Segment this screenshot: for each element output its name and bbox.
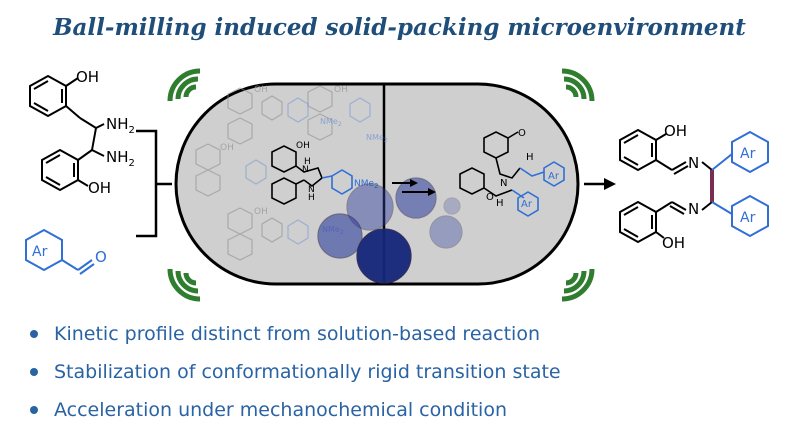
label-o-ts-lower: O — [486, 192, 494, 203]
diamine-reagent — [29, 74, 105, 192]
label-ar-product-bottom: Ar — [740, 210, 756, 226]
milling-balls — [317, 177, 463, 284]
ball — [317, 213, 363, 259]
ball — [346, 183, 394, 231]
label-nh-lower: H — [308, 193, 315, 203]
bullet-dot — [30, 330, 38, 338]
svg-text:OH: OH — [254, 207, 268, 217]
label-n-ts: N — [500, 178, 507, 189]
bullet-item: Acceleration under mechanochemical condi… — [30, 396, 561, 434]
bullet-item: Stabilization of conformationally rigid … — [30, 358, 561, 396]
bullet-item: Kinetic profile distinct from solution-b… — [30, 320, 561, 358]
reaction-scheme: OH NH2 NH2 OH Ar O OH O — [25, 68, 769, 302]
label-ar-aldehyde: Ar — [32, 244, 48, 260]
packed-molecules-aryl — [245, 97, 371, 245]
label-o-aldehyde: O — [95, 248, 107, 266]
bullet-text: Acceleration under mechanochemical condi… — [54, 399, 508, 421]
transition-state-aryl — [511, 161, 565, 217]
bullet-text: Kinetic profile distinct from solution-b… — [54, 323, 540, 345]
label-nme2-imid: NMe2 — [354, 179, 379, 190]
reagent-bracket — [136, 129, 172, 238]
svg-text:OH: OH — [334, 85, 348, 95]
label-nh2-top: NH2 — [106, 115, 135, 136]
transition-state — [459, 131, 521, 197]
aldehyde-reagent — [25, 228, 95, 275]
salen-product — [619, 128, 713, 244]
diagram-title: Ball-milling induced solid-packing micro… — [53, 14, 746, 41]
label-n-upper: N — [302, 165, 309, 175]
bullet-text: Stabilization of conformationally rigid … — [54, 361, 561, 383]
label-oh-ts: O — [518, 128, 526, 139]
label-ar-ts-upper: Ar — [548, 171, 560, 182]
label-h-ts-lower: H — [496, 198, 504, 209]
label-nh-upper: H — [304, 157, 311, 167]
label-n-product-bottom: N — [688, 200, 699, 218]
svg-text:OH: OH — [254, 85, 268, 95]
ball — [395, 177, 437, 219]
packed-molecules — [195, 85, 333, 261]
imidazolidine-aryl — [321, 169, 353, 195]
bullet-dot — [30, 368, 38, 376]
label-n-lower: N — [308, 185, 315, 195]
ball — [356, 228, 412, 284]
label-oh-product-top: OH — [664, 122, 687, 140]
svg-text:OH: OH — [220, 143, 234, 153]
ball — [429, 215, 463, 249]
svg-text:NMe2: NMe2 — [320, 117, 342, 128]
label-ar-ts-lower: Ar — [521, 199, 533, 210]
ts-arrows — [392, 179, 436, 196]
svg-text:NMe2: NMe2 — [366, 133, 388, 144]
ball — [443, 197, 461, 215]
bullet-dot — [30, 406, 38, 414]
vibration-waves — [167, 68, 595, 302]
salen-aryl-substituents — [711, 130, 769, 238]
label-oh-imid: OH — [296, 141, 310, 151]
label-oh-top: OH — [76, 68, 99, 86]
key-findings-list: Kinetic profile distinct from solution-b… — [30, 320, 561, 434]
label-nh2-bottom: NH2 — [106, 148, 135, 169]
label-ar-product-top: Ar — [740, 146, 756, 162]
ball-mill-jar — [174, 82, 580, 286]
packed-oh-labels: OH OH OH OH — [220, 85, 348, 217]
label-oh-product-bottom: OH — [662, 234, 685, 252]
imidazolidine-intermediate — [271, 145, 323, 205]
label-n-product-top: N — [688, 154, 699, 172]
label-h-ts-upper: H — [526, 152, 534, 163]
label-oh-bottom: OH — [88, 179, 111, 197]
reaction-arrow — [584, 178, 616, 190]
